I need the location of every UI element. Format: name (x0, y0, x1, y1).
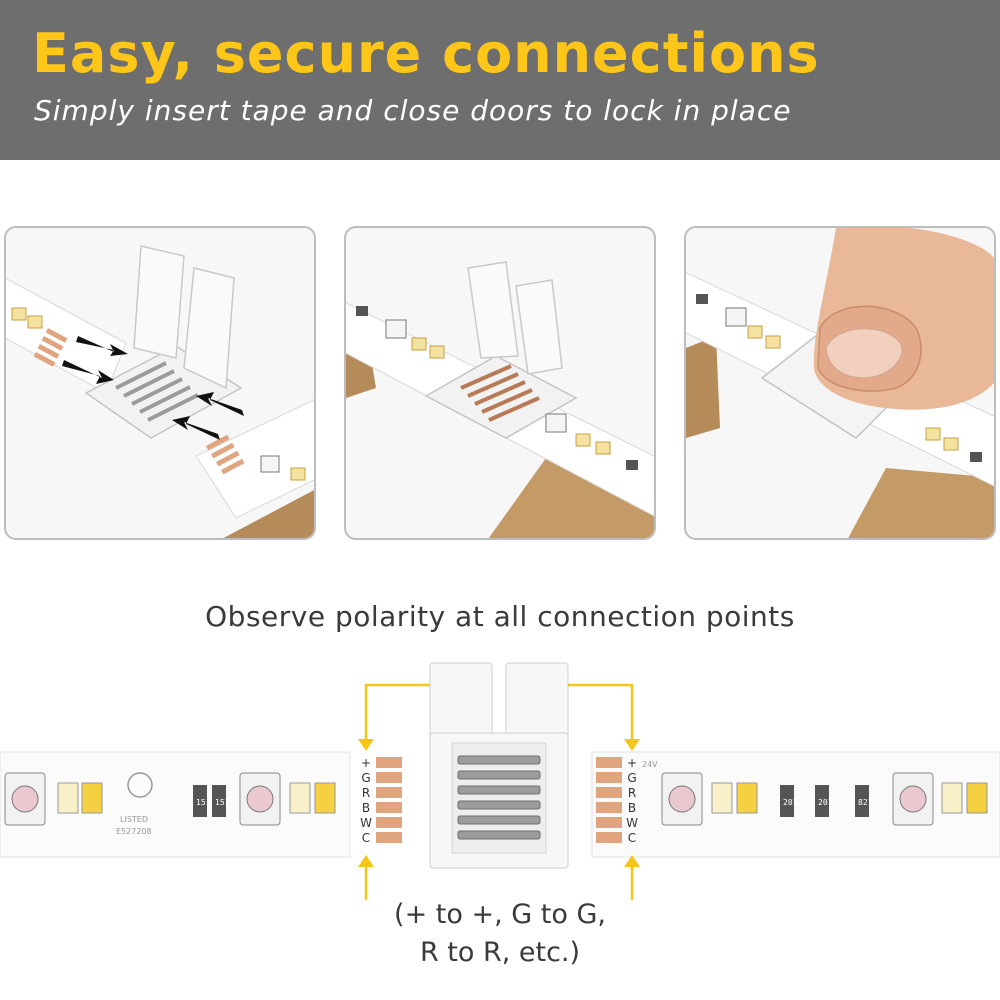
led-chip (736, 782, 758, 814)
led-strip-left (6, 277, 127, 394)
cert-line: E527208 (116, 827, 152, 836)
resistor-code: 821 (858, 798, 873, 807)
led-chip-rgb (725, 307, 747, 327)
pin-label-right: W (626, 816, 638, 830)
led-chip (11, 307, 27, 321)
pressing-finger-icon (813, 228, 994, 410)
polarity-caption: Observe polarity at all connection point… (205, 600, 795, 633)
led-chip-rgb (545, 413, 567, 433)
pin-label-left: W (360, 816, 372, 830)
step-panel-seated (344, 226, 656, 540)
resistor (212, 785, 226, 817)
voltage-label: 24V (642, 760, 658, 769)
led-chip-rgb (239, 772, 281, 826)
resistor (626, 460, 638, 470)
cert-line: LISTED (120, 815, 148, 824)
led-chip (81, 782, 103, 814)
connector-door-right (515, 279, 563, 375)
led-chip (411, 337, 427, 351)
pin-label-left: G (361, 771, 370, 785)
led-chip (260, 455, 280, 473)
pin-label-left: C (362, 831, 370, 845)
led-chip (27, 315, 43, 329)
pin-label-right: + (627, 756, 637, 770)
led-chip (575, 433, 591, 447)
led-chip (765, 335, 781, 349)
led-chip-rgb (385, 319, 407, 339)
insert-tape-illustration (6, 245, 314, 538)
ul-mark-icon (127, 772, 153, 798)
resistor-code: 151 (196, 798, 211, 807)
polarity-diagram: LISTED E527208 151 151 + G R B W C (0, 662, 1000, 900)
note-line: (+ to +, G to G, (394, 899, 606, 930)
page-title: Easy, secure connections (32, 22, 820, 85)
led-chip (925, 427, 941, 441)
resistor (815, 785, 829, 817)
led-chip-rgb (661, 772, 703, 826)
resistor-code: 201 (818, 798, 833, 807)
arrowhead-icon (358, 739, 640, 867)
resistor-code: 201 (783, 798, 798, 807)
pin-label-right: R (628, 786, 636, 800)
step-panel-close (684, 226, 996, 540)
copper-pads-right (206, 434, 245, 475)
resistor (780, 785, 794, 817)
backing-paper (223, 490, 314, 538)
tape-seated-illustration (346, 261, 654, 538)
led-chip (290, 467, 306, 481)
led-chip (966, 782, 988, 814)
polarity-arrow-icon (364, 683, 634, 900)
led-chip-rgb (892, 772, 934, 826)
header-banner: Easy, secure connections Simply insert t… (0, 0, 1000, 160)
led-chip (429, 345, 445, 359)
page-subtitle: Simply insert tape and close doors to lo… (34, 94, 792, 127)
connector-door-right (183, 267, 235, 390)
connector-open (429, 662, 569, 869)
polarity-note: (+ to +, G to G, R to R, etc.) (340, 896, 660, 972)
connector-contacts (115, 361, 199, 422)
pin-label-left: R (362, 786, 370, 800)
led-chip (595, 441, 611, 455)
note-line: R to R, etc.) (419, 937, 581, 968)
led-chip (289, 782, 311, 814)
pin-label-left: B (362, 801, 370, 815)
connector-door-left (467, 261, 519, 359)
backing-paper (686, 336, 720, 438)
resistor (696, 294, 708, 304)
resistor (855, 785, 869, 817)
connector-contacts (460, 364, 540, 422)
led-chip (941, 782, 963, 814)
led-chip (711, 782, 733, 814)
pin-label-left: + (361, 756, 371, 770)
copper-pads-left (33, 328, 68, 367)
led-chip (943, 437, 959, 451)
led-chip (314, 782, 336, 814)
backing-paper (848, 468, 994, 538)
connector-base (424, 355, 578, 439)
resistor (193, 785, 207, 817)
led-chip (747, 325, 763, 339)
led-strip-right (195, 399, 314, 519)
resistor (970, 452, 982, 462)
pin-label-right: C (628, 831, 636, 845)
connector-door-left (133, 245, 185, 359)
resistor-code: 151 (215, 798, 230, 807)
close-doors-illustration (686, 228, 994, 538)
pin-label-right: B (628, 801, 636, 815)
copper-pads-right (596, 757, 622, 843)
led-chip-rgb (4, 772, 46, 826)
step-panel-insert (4, 226, 316, 540)
insertion-arrows-icon (62, 336, 244, 440)
pin-label-right: G (627, 771, 636, 785)
led-chip (57, 782, 79, 814)
resistor (356, 306, 368, 316)
copper-pads-left (376, 757, 402, 843)
